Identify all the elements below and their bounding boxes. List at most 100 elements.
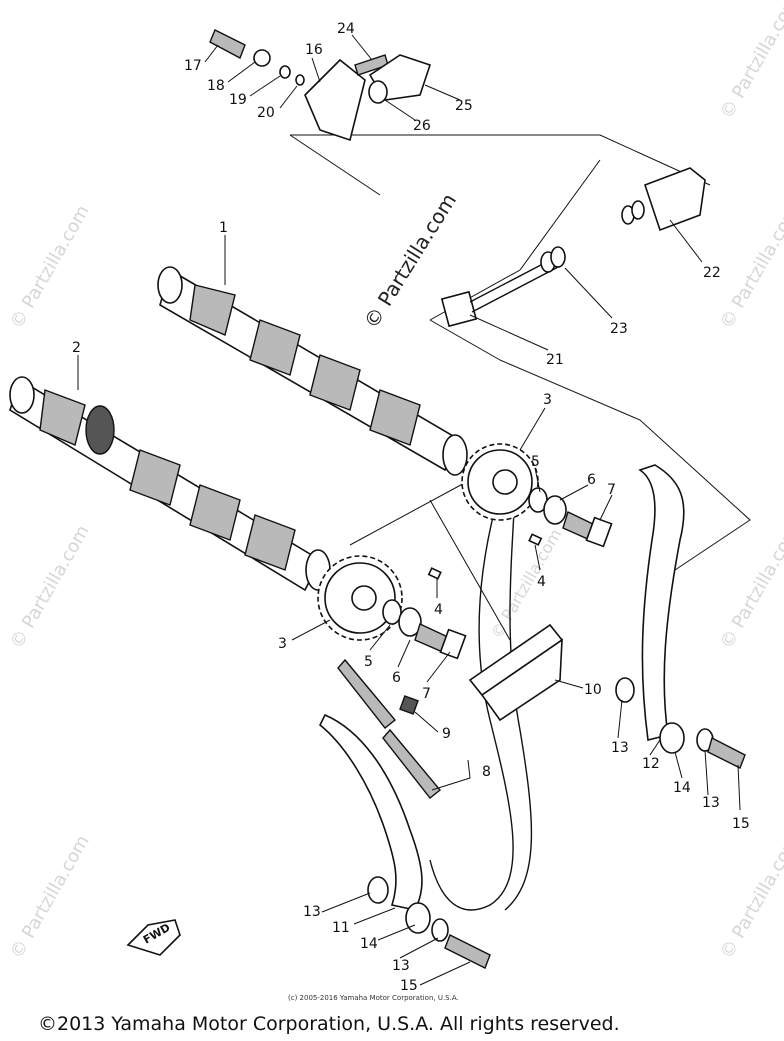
callout-12: 12 — [642, 756, 660, 772]
chain-guide-11 — [318, 713, 491, 969]
oring-20 — [295, 74, 305, 86]
sprocket-lower-hub — [351, 585, 377, 611]
washer-5-lower — [382, 599, 402, 625]
callout-16: 16 — [305, 42, 323, 58]
bolt-7-upper-head — [585, 516, 613, 548]
guide-line-pushrod-2 — [429, 319, 501, 361]
callout-14-b: 14 — [360, 936, 378, 952]
nut-9 — [399, 695, 419, 715]
camshaft-2-lobe-1 — [39, 389, 86, 446]
camshaft-2-journal — [85, 405, 115, 455]
watermark-left-2: © Partzilla.com — [6, 522, 94, 653]
camshaft-2-lobe-2 — [129, 449, 181, 506]
watermark-left-3: © Partzilla.com — [6, 832, 94, 963]
guide-line-tensioner — [290, 134, 711, 186]
camshaft-2-end — [9, 376, 35, 414]
bush-14-guide-11 — [405, 902, 431, 934]
camshaft-1-flange — [442, 434, 468, 476]
tensioner-assembly — [209, 29, 432, 142]
watermark-right-1: © Partzilla.com — [716, 0, 784, 123]
callout-7-lower: 7 — [422, 686, 431, 702]
watermark-left-1: © Partzilla.com — [6, 202, 94, 333]
gasket-26 — [368, 80, 388, 104]
watermark-center: © Partzilla.com — [487, 526, 565, 642]
callout-13-d: 13 — [392, 958, 410, 974]
callout-13-a: 13 — [611, 740, 629, 756]
callout-10: 10 — [584, 682, 602, 698]
watermark-right-4: © Partzilla.com — [716, 832, 784, 963]
guide-line-chain-2 — [349, 479, 471, 546]
pushrod-21-shaft-2 — [471, 264, 563, 313]
pin-4-lower — [427, 567, 442, 580]
washer-6-upper — [543, 495, 567, 525]
cam-chain-loop — [429, 489, 533, 911]
chain-path-right — [429, 489, 514, 911]
fwd-arrow: FWD — [126, 919, 181, 956]
chain-path-right-2 — [504, 494, 533, 911]
spring-coil-upper-2 — [631, 200, 645, 220]
pushrod-21-head — [440, 290, 478, 328]
tensioner-body-16 — [304, 58, 366, 142]
watermark-right-3: © Partzilla.com — [716, 522, 784, 653]
camshaft-1-end — [157, 266, 183, 304]
callout-15-a: 15 — [732, 816, 750, 832]
bush-14-guide-12 — [659, 722, 685, 754]
camshaft-1 — [157, 266, 468, 476]
camshaft-1-lobe-4 — [369, 389, 421, 446]
pin-4-upper — [528, 533, 543, 546]
callout-13-c: 13 — [702, 795, 720, 811]
camshaft-1-lobe-3 — [309, 354, 361, 411]
callout-15-b: 15 — [400, 978, 418, 994]
guide-line-guide-rail — [499, 359, 751, 581]
upper-fastener-set — [528, 487, 613, 548]
callout-3-upper: 3 — [543, 392, 552, 408]
callout-labels: 1 2 3 3 4 4 5 5 6 6 7 7 8 9 10 11 12 13 … — [72, 21, 750, 994]
washer-6-lower — [398, 607, 422, 637]
callout-22: 22 — [703, 265, 721, 281]
sprocket-upper-hub — [492, 469, 518, 495]
callout-18: 18 — [207, 78, 225, 94]
guide-line-tensioner-2 — [289, 134, 381, 196]
spring-23-coil-2 — [550, 246, 566, 268]
callout-2: 2 — [72, 340, 81, 356]
callout-5-upper: 5 — [531, 454, 540, 470]
callout-11: 11 — [332, 920, 350, 936]
bolt-15-guide-11 — [444, 934, 491, 969]
guide-12-rail — [638, 464, 685, 741]
leader-lines — [77, 34, 741, 986]
sprocket-upper — [461, 443, 539, 521]
plate-22 — [643, 167, 706, 232]
washer-19 — [279, 65, 291, 79]
callout-9: 9 — [442, 726, 451, 742]
guide-line-chain-1 — [429, 499, 511, 641]
callout-17: 17 — [184, 58, 202, 74]
nut-18 — [253, 49, 271, 67]
callout-6-lower: 6 — [392, 670, 401, 686]
chain-segment-upper — [337, 658, 396, 729]
callout-4-upper: 4 — [537, 574, 546, 590]
guide-10-body — [480, 638, 563, 722]
callout-26: 26 — [413, 118, 431, 134]
callout-13-b: 13 — [303, 904, 321, 920]
callout-19: 19 — [229, 92, 247, 108]
callout-20: 20 — [257, 105, 275, 121]
cam-chain-segment — [337, 658, 441, 799]
callout-21: 21 — [546, 352, 564, 368]
washer-13-guide-11 — [367, 876, 389, 904]
copyright-notice: ©2013 Yamaha Motor Corporation, U.S.A. A… — [38, 1013, 620, 1035]
callout-14-a: 14 — [673, 780, 691, 796]
callout-7-upper: 7 — [607, 482, 616, 498]
camshaft-2-lobe-3 — [189, 484, 241, 541]
bolt-7-lower-head — [439, 628, 467, 660]
callout-3-lower: 3 — [278, 636, 287, 652]
watermark-right-2: © Partzilla.com — [716, 202, 784, 333]
callout-24: 24 — [337, 21, 355, 37]
camshaft-2-lobe-4 — [244, 514, 296, 571]
sprocket-lower — [317, 555, 403, 641]
chain-segment-lower — [382, 728, 441, 799]
camshaft-2 — [9, 376, 331, 592]
assembly-guide-lines — [289, 134, 751, 641]
callout-25: 25 — [455, 98, 473, 114]
